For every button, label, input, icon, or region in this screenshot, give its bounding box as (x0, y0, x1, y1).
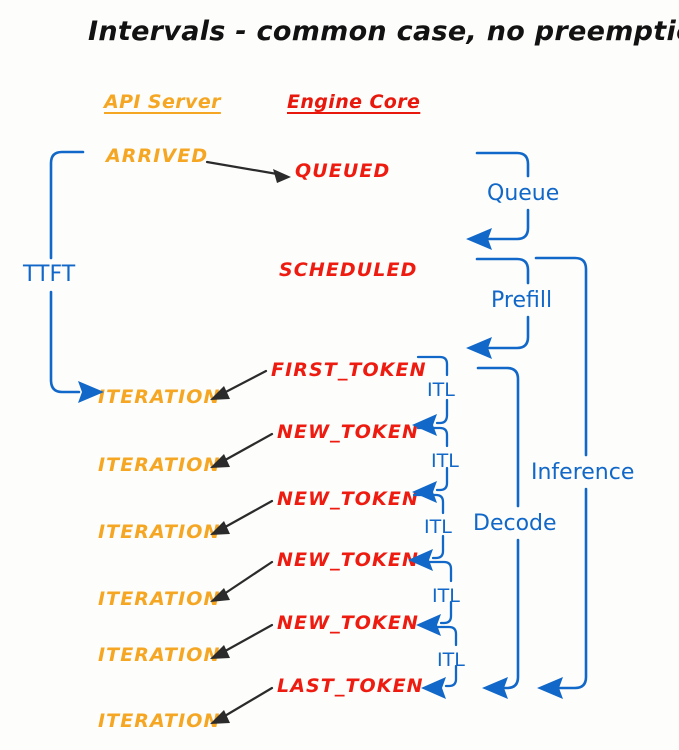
interval-label-itl-4: ITL (432, 585, 460, 607)
bracket-ttft (49, 150, 104, 403)
interval-label-prefill: Prefill (491, 288, 553, 313)
page-title: Intervals - common case, no preemptions (88, 16, 679, 47)
state-arrived: ARRIVED (106, 145, 209, 167)
state-iteration-4: ITERATION (98, 588, 221, 610)
bracket-itl-2 (412, 426, 449, 503)
state-iteration-2: ITERATION (98, 454, 221, 476)
interval-label-queue: Queue (487, 181, 560, 206)
arrow-first-token-to-iteration (210, 369, 268, 400)
arrow-last-token-to-iteration (210, 686, 274, 724)
bracket-itl-3 (408, 493, 445, 571)
interval-label-decode: Decode (473, 511, 557, 536)
state-new-token-2: NEW_TOKEN (277, 488, 419, 510)
state-iteration-1: ITERATION (98, 386, 221, 408)
bracket-itl-4 (416, 560, 453, 636)
interval-label-inference: Inference (531, 460, 635, 485)
arrow-arrived-to-queued (205, 160, 291, 183)
bracket-decode (476, 366, 520, 699)
state-new-token-1: NEW_TOKEN (277, 421, 419, 443)
bracket-prefill (466, 257, 530, 359)
interval-label-itl-2: ITL (431, 450, 459, 472)
column-header-engine-core: Engine Core (287, 91, 421, 113)
state-last-token: LAST_TOKEN (277, 675, 424, 697)
state-iteration-6: ITERATION (98, 710, 221, 732)
arrow-new-token-4-to-iteration (210, 623, 274, 659)
state-queued: QUEUED (295, 160, 391, 182)
bracket-itl-5 (421, 625, 458, 699)
state-first-token: FIRST_TOKEN (271, 359, 427, 381)
arrow-new-token-1-to-iteration (210, 432, 274, 468)
interval-label-itl-3: ITL (424, 516, 452, 538)
interval-label-itl-1: ITL (427, 379, 455, 401)
bracket-inference (534, 256, 588, 699)
state-scheduled: SCHEDULED (279, 259, 418, 281)
state-iteration-5: ITERATION (98, 644, 221, 666)
arrow-new-token-2-to-iteration (210, 499, 274, 535)
arrow-new-token-3-to-iteration (210, 560, 274, 602)
interval-label-ttft: TTFT (23, 262, 76, 287)
bracket-itl-1 (412, 355, 449, 436)
state-new-token-3: NEW_TOKEN (277, 549, 419, 571)
state-new-token-4: NEW_TOKEN (277, 612, 419, 634)
state-iteration-3: ITERATION (98, 521, 221, 543)
interval-label-itl-5: ITL (437, 649, 465, 671)
bracket-queue (466, 151, 530, 250)
column-header-api-server: API Server (104, 91, 221, 113)
